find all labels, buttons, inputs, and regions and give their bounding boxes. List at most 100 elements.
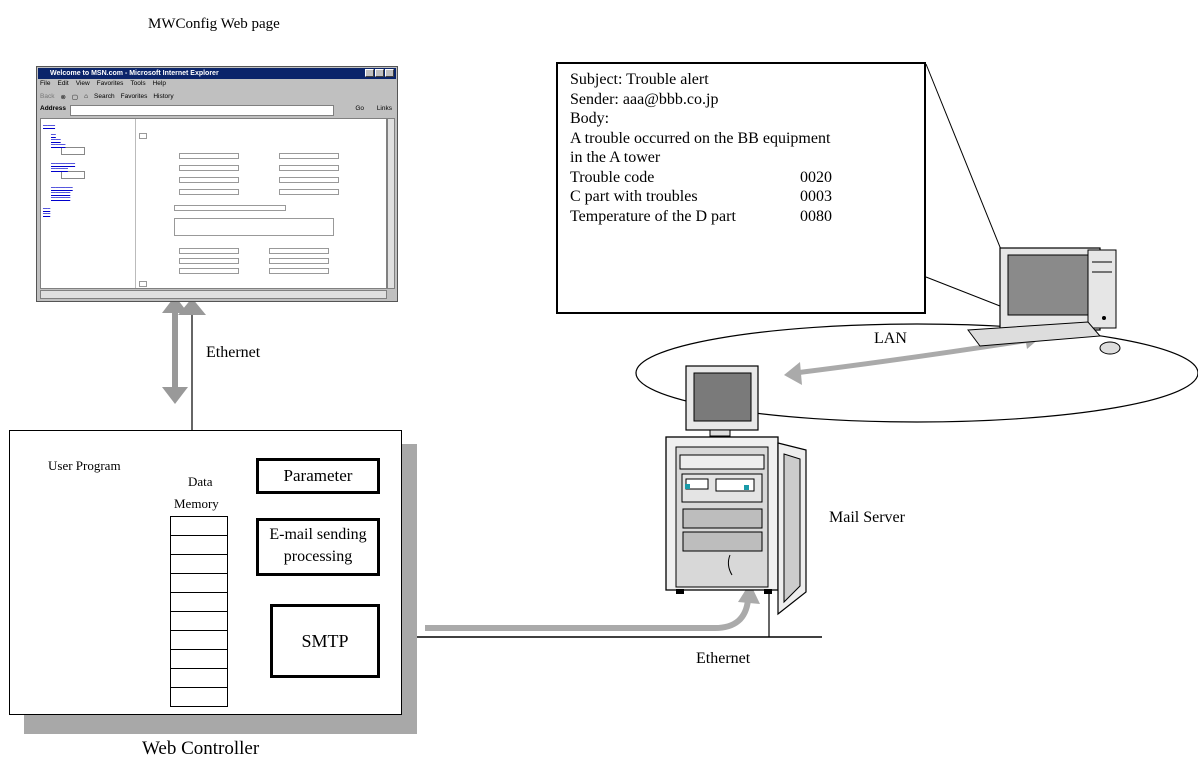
email-row-value: 0003: [800, 188, 832, 205]
smtp-label: SMTP: [301, 631, 349, 651]
callout-line-bottom: [925, 276, 1001, 307]
page-nav-link[interactable]: ━━━━━━━━: [51, 195, 71, 200]
favorites-button[interactable]: Favorites: [120, 93, 148, 100]
email-row-label: C part with troubles: [570, 188, 698, 205]
refresh-icon[interactable]: ▢: [71, 93, 79, 101]
page-nav-link[interactable]: ━━━: [43, 206, 51, 211]
user-program-label: User Program: [48, 458, 121, 473]
email-row-value: 0020: [800, 168, 832, 186]
page-nav-link[interactable]: ━━━: [43, 211, 51, 216]
mail-server-illustration: [665, 365, 807, 616]
ethernet-double-arrow: [162, 296, 206, 404]
smtp-box: SMTP: [270, 604, 380, 678]
page-nav-link[interactable]: ━━━━━: [43, 123, 56, 128]
web-controller-label: Web Controller: [142, 738, 260, 759]
page-nav-list: ━━ ━━━━ ━━━━━━ ━━━━━━━━━━ ━━━━━━━ ━━━━━━…: [51, 132, 131, 200]
form-field[interactable]: [279, 189, 339, 195]
form-button[interactable]: [139, 133, 147, 139]
email-body-line-2: in the A tower: [570, 149, 661, 166]
browser-toolbar: Back ⊗ ▢ ⌂ Search Favorites History: [40, 91, 174, 102]
menu-edit[interactable]: Edit: [57, 80, 69, 87]
mail-server-label: Mail Server: [829, 509, 905, 526]
menu-view[interactable]: View: [75, 80, 90, 87]
ethernet-bottom-label: Ethernet: [696, 650, 751, 667]
data-memory-stack: [170, 516, 228, 707]
ethernet-top-label: Ethernet: [206, 344, 261, 361]
page-nav-field[interactable]: [61, 171, 85, 179]
email-row-label: Temperature of the D part: [570, 207, 736, 225]
email-subject: Subject: Trouble alert: [570, 71, 709, 88]
menu-help[interactable]: Help: [152, 80, 166, 87]
back-button[interactable]: Back: [40, 93, 55, 100]
page-nav-link[interactable]: ━━━━━━━━━━: [51, 161, 76, 166]
data-memory-label-2: Memory: [174, 496, 219, 511]
form-field[interactable]: [179, 258, 239, 264]
search-button[interactable]: Search: [94, 93, 115, 100]
form-field[interactable]: [179, 153, 239, 159]
form-button[interactable]: [139, 281, 147, 287]
form-field[interactable]: [179, 268, 239, 274]
address-bar: Address Go Links: [40, 105, 394, 116]
smtp-arrow-head: [738, 583, 760, 604]
menu-tools[interactable]: Tools: [130, 80, 146, 87]
stop-icon[interactable]: ⊗: [60, 93, 66, 101]
form-field[interactable]: [279, 177, 339, 183]
browser-title: Welcome to MSN.com - Microsoft Internet …: [50, 70, 219, 77]
smtp-to-server-arrow: [425, 599, 751, 631]
email-processing-line-1: E-mail sending: [269, 526, 367, 543]
form-field[interactable]: [179, 165, 239, 171]
form-field[interactable]: [279, 153, 339, 159]
page-nav-field[interactable]: [61, 147, 85, 155]
web-page-caption: MWConfig Web page: [148, 16, 280, 32]
page-form-area: [139, 123, 386, 288]
email-row-label: Trouble code: [570, 168, 655, 186]
page-nav-link[interactable]: ━━━━: [51, 137, 61, 142]
vertical-scrollbar[interactable]: [387, 118, 395, 289]
email-processing-line-2: processing: [283, 548, 353, 565]
minimize-icon[interactable]: [365, 69, 374, 77]
form-field[interactable]: [269, 268, 329, 274]
form-field[interactable]: [179, 177, 239, 183]
page-nav-link[interactable]: ━━: [51, 132, 56, 137]
data-memory-label-1: Data: [188, 474, 213, 489]
form-field[interactable]: [279, 165, 339, 171]
browser-title-bar: Welcome to MSN.com - Microsoft Internet …: [38, 68, 396, 79]
email-processing-box: E-mail sending processing: [256, 518, 380, 576]
lan-label: LAN: [874, 330, 907, 347]
go-button[interactable]: Go: [355, 105, 364, 112]
page-nav-link[interactable]: ━━━━━━: [51, 142, 66, 147]
address-input[interactable]: [70, 105, 334, 116]
page-nav-link[interactable]: ━━━━━━━━: [51, 190, 71, 195]
email-body-line-1: A trouble occurred on the BB equipment: [570, 129, 831, 147]
lan-ellipse: [635, 323, 1198, 423]
page-nav-link[interactable]: ━━━━━━━: [51, 166, 68, 171]
lan-arrow-head-left: [784, 362, 802, 385]
form-field[interactable]: [269, 258, 329, 264]
email-sender: Sender: aaa@bbb.co.jp: [570, 90, 719, 108]
horizontal-scrollbar[interactable]: [40, 290, 387, 299]
form-field[interactable]: [174, 205, 286, 211]
history-button[interactable]: History: [153, 93, 174, 100]
links-button[interactable]: Links: [376, 105, 392, 112]
address-label: Address: [40, 105, 67, 112]
form-textarea[interactable]: [174, 218, 334, 236]
client-pc-illustration: [967, 247, 1121, 355]
menu-favorites[interactable]: Favorites: [96, 80, 124, 87]
browser-page-content: ━━━━━ ━━ ━━━━ ━━━━━━ ━━━━━━━━━━ ━━━━━━━ …: [40, 118, 387, 289]
callout-line-top: [925, 63, 1005, 258]
close-icon[interactable]: [385, 69, 394, 77]
page-nav-link[interactable]: ━━━━━━━━━: [51, 185, 73, 190]
form-field[interactable]: [269, 248, 329, 254]
home-icon[interactable]: ⌂: [84, 93, 88, 100]
email-body-label: Body:: [570, 110, 610, 127]
email-row-trouble-code: Trouble code 0020: [570, 168, 924, 188]
parameter-label: Parameter: [283, 466, 353, 485]
maximize-icon[interactable]: [375, 69, 384, 77]
email-row-temperature: Temperature of the D part 0080: [570, 207, 924, 227]
form-field[interactable]: [179, 189, 239, 195]
menu-file[interactable]: File: [40, 80, 51, 87]
parameter-box: Parameter: [256, 458, 380, 494]
form-field[interactable]: [179, 248, 239, 254]
